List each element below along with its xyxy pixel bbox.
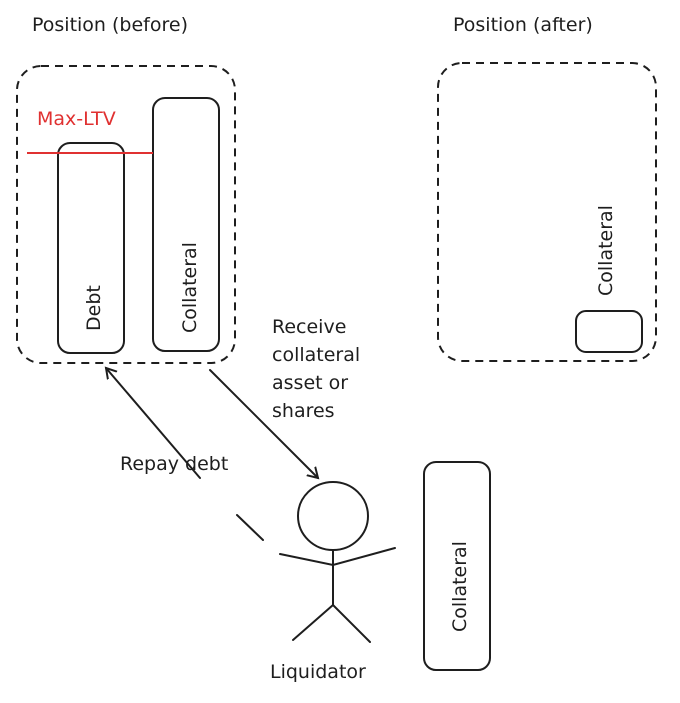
repay-arrow-tail [236,514,264,541]
collateral-bar-liquidator [423,461,491,671]
liquidator-label: Liquidator [270,661,366,683]
liquidator-figure [279,481,396,643]
position-before-frame [16,65,236,364]
repay-label: Repay debt [120,453,228,475]
max-ltv-label: Max-LTV [37,108,116,130]
position-after-title: Position (after) [453,14,593,36]
receive-label-4: shares [272,400,335,422]
debt-bar [57,142,125,354]
receive-label-3: asset or [272,372,348,394]
receive-arrow [209,369,318,478]
position-before-title: Position (before) [32,14,188,36]
collateral-label-liquidator: Collateral [449,541,471,632]
debt-label: Debt [83,285,105,331]
receive-label-2: collateral [272,344,360,366]
receive-label-1: Receive [272,316,346,338]
collateral-label-after: Collateral [595,205,617,296]
repay-arrow [106,368,201,479]
collateral-label-before: Collateral [179,242,201,333]
collateral-bar-after [575,310,643,353]
position-after-frame [437,62,657,362]
collateral-bar-before [152,97,220,352]
